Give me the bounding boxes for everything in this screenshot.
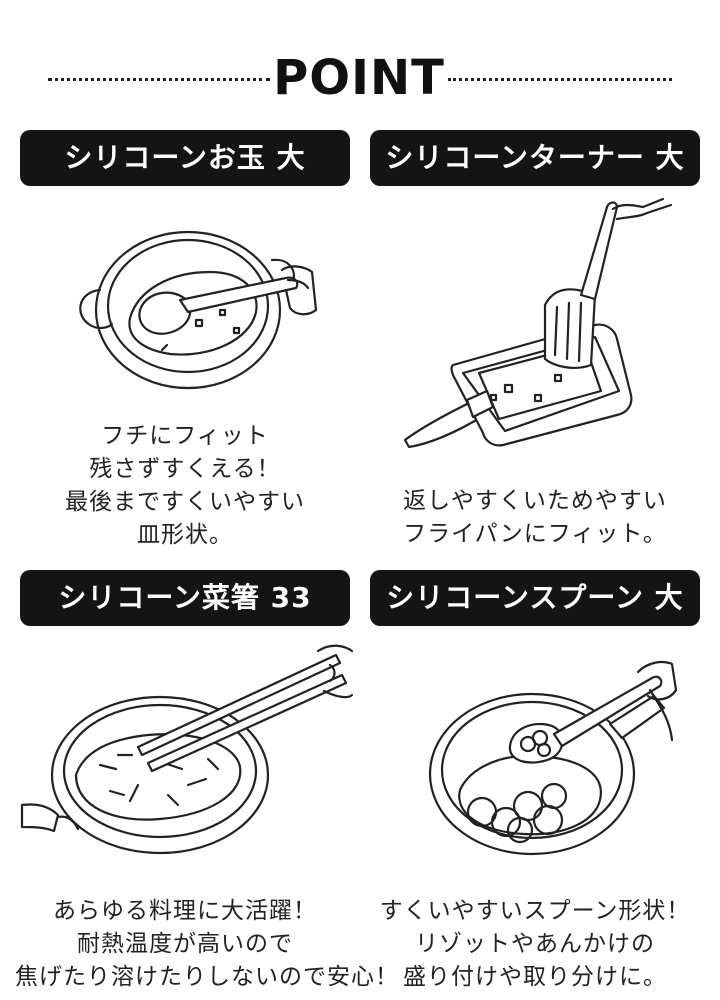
desc-line: 残さずすくえる！ <box>89 456 281 482</box>
turner-in-pan-illustration <box>403 197 673 449</box>
desc-line: すくいやすいスプーン形状！ <box>379 898 691 924</box>
desc-line: 盛り付けや取り分けに。 <box>403 964 667 990</box>
desc-line: リゾットやあんかけの <box>415 931 655 957</box>
spoon-label: シリコーンスプーン 大 <box>370 570 700 626</box>
page-title: POINT <box>273 50 445 106</box>
desc-line: フチにフィット <box>101 423 269 449</box>
turner-label: シリコーンターナー 大 <box>370 130 700 186</box>
desc-line: 最後まですくいやすい <box>65 489 305 515</box>
ladle-description: フチにフィット 残さずすくえる！ 最後まですくいやすい 皿形状。 <box>20 420 350 552</box>
dotted-divider-right <box>448 78 672 81</box>
ladle-in-pot-illustration <box>79 230 318 390</box>
chopsticks-label: シリコーン菜箸 33 <box>20 570 350 626</box>
desc-line: フライパンにフィット。 <box>403 521 667 547</box>
desc-line: 耐熱温度が高いので <box>77 931 293 957</box>
desc-line: 皿形状。 <box>137 522 233 548</box>
ladle-label: シリコーンお玉 大 <box>20 130 350 186</box>
desc-line: 返しやすくいためやすい <box>403 488 667 514</box>
chopsticks-description: あらゆる料理に大活躍！ 耐熱温度が高いので 焦げたり溶けたりしないので安心！ <box>15 895 399 994</box>
dotted-divider-left <box>48 78 270 81</box>
desc-line: 焦げたり溶けたりしないので安心！ <box>15 964 399 990</box>
turner-description: 返しやすくいためやすい フライパンにフィット。 <box>370 485 700 551</box>
point-header: POINT <box>0 48 720 108</box>
desc-line: あらゆる料理に大活躍！ <box>53 898 317 924</box>
spoon-description: すくいやすいスプーン形状！ リゾットやあんかけの 盛り付けや取り分けに。 <box>365 895 705 994</box>
spoon-in-pan-illustration <box>428 661 678 856</box>
chopsticks-in-pan-illustration <box>20 644 353 855</box>
